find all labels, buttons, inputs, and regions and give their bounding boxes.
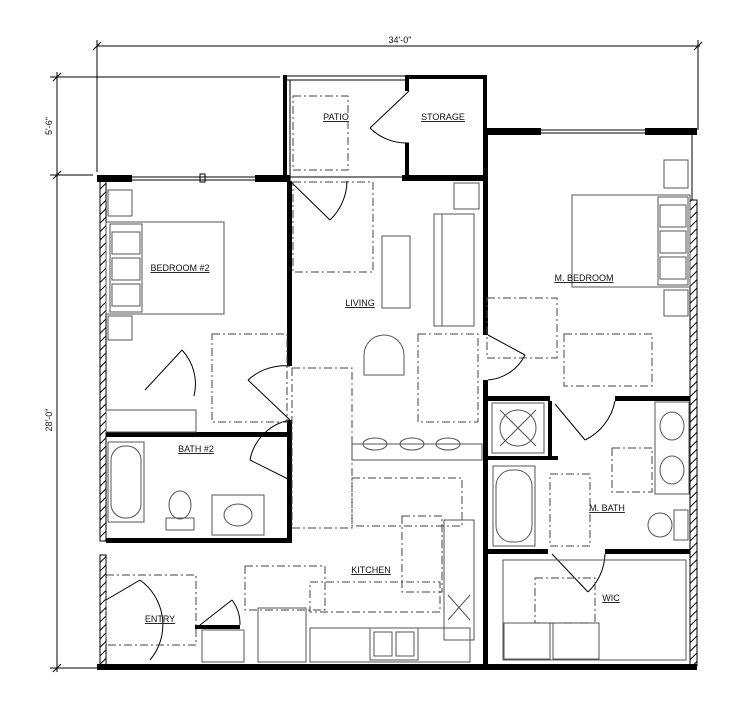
room-label-wic: WIC xyxy=(602,593,620,603)
room-label-patio: PATIO xyxy=(323,112,349,122)
room-label-bath2: BATH #2 xyxy=(178,444,214,454)
exterior-walls xyxy=(97,75,698,670)
room-label-entry: ENTRY xyxy=(145,614,175,624)
clearance-zones xyxy=(105,95,653,646)
dimension-overall-width: 34'-0" xyxy=(389,35,412,45)
room-labels: PATIO STORAGE BEDROOM #2 LIVING M. BEDRO… xyxy=(145,112,625,624)
doors xyxy=(105,90,616,661)
room-label-storage: STORAGE xyxy=(421,112,465,122)
room-label-kitchen: KITCHEN xyxy=(351,565,391,575)
room-label-bedroom2: BEDROOM #2 xyxy=(150,263,209,273)
room-label-living: LIVING xyxy=(345,298,375,308)
dimension-patio-depth: 5'-6" xyxy=(44,117,54,135)
dimension-main-depth: 28'-0" xyxy=(44,409,54,432)
dimension-lines xyxy=(50,40,703,673)
fixtures xyxy=(105,159,691,663)
interior-walls xyxy=(106,135,690,664)
room-label-master-bedroom: M. BEDROOM xyxy=(554,273,613,283)
room-label-master-bath: M. BATH xyxy=(589,503,625,513)
